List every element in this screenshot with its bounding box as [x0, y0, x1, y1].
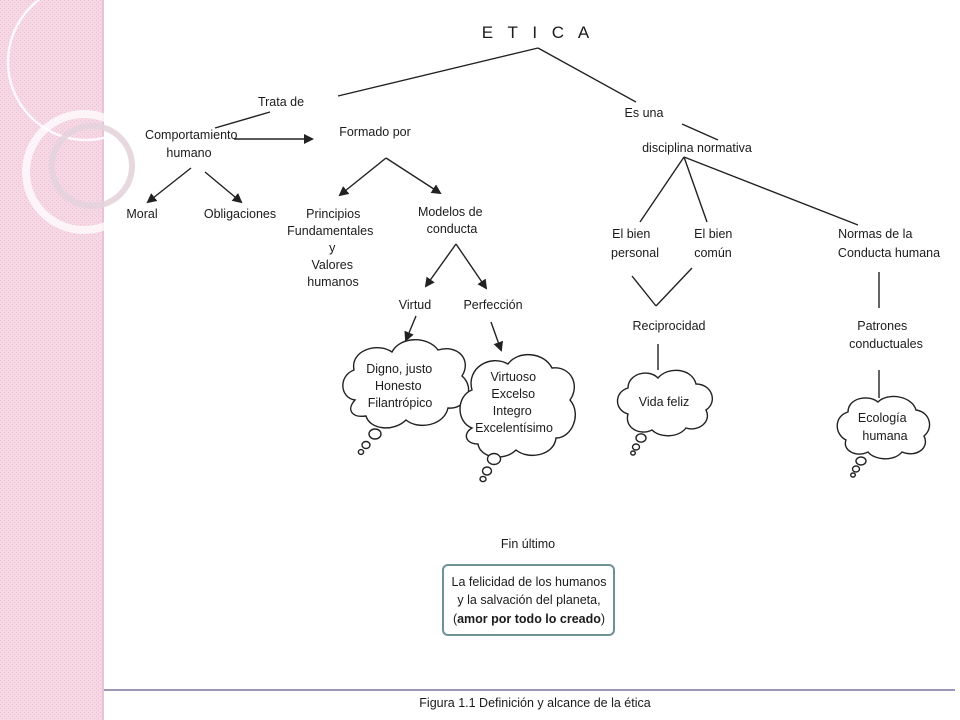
node-reciprocidad: Reciprocidad — [633, 319, 706, 333]
label-es-una: Es una — [625, 106, 664, 120]
thought-cloud-perfeccion — [459, 354, 576, 483]
node-normas-conducta: Normas de la Conducta humana — [838, 227, 940, 260]
cloud-vida-feliz-text: Vida feliz — [639, 395, 690, 409]
node-comportamiento: Comportamiento humano — [145, 128, 241, 160]
label-trata-de: Trata de — [258, 95, 304, 109]
label-fin-ultimo: Fin último — [501, 537, 555, 551]
node-disciplina-normativa: disciplina normativa — [642, 141, 752, 155]
connectors — [146, 47, 880, 398]
cloud-ecologia-text: Ecología humana — [858, 411, 910, 443]
decorative-ring-small — [49, 123, 135, 209]
thought-cloud-virtud — [342, 339, 470, 456]
diagram-title: E T I C A — [482, 23, 594, 42]
node-modelos-conducta: Modelos de conducta — [418, 205, 486, 236]
node-formado-por: Formado por — [339, 125, 411, 139]
node-patrones-conductuales: Patrones conductuales — [849, 319, 923, 351]
node-bien-personal: El bien personal — [611, 227, 659, 260]
cloud-virtud-text: Digno, justo Honesto Filantrópico — [366, 362, 436, 410]
fin-box-line-3: (amor por todo lo creado) — [453, 612, 605, 626]
fin-ultimo-box — [442, 564, 615, 636]
node-bien-comun: El bien común — [694, 227, 736, 260]
thought-cloud-vida-feliz — [616, 369, 714, 456]
node-moral: Moral — [126, 207, 157, 221]
fin-box-line-1: La felicidad de los humanos — [452, 575, 607, 589]
node-principios-valores: Principios Fundamentales y Valores human… — [287, 207, 377, 289]
node-virtud: Virtud — [399, 298, 431, 312]
figure-caption: Figura 1.1 Definición y alcance de la ét… — [419, 696, 650, 710]
decorative-ring-medium — [22, 110, 146, 234]
decorative-ring-large — [6, 0, 166, 142]
node-obligaciones: Obligaciones — [204, 207, 276, 221]
thought-cloud-ecologia — [836, 395, 931, 478]
cloud-perfeccion-text: Virtuoso Excelso Integro Excelentísimo — [475, 370, 553, 435]
fin-box-line-2: y la salvación del planeta, — [457, 593, 600, 607]
node-perfeccion: Perfección — [463, 298, 522, 312]
